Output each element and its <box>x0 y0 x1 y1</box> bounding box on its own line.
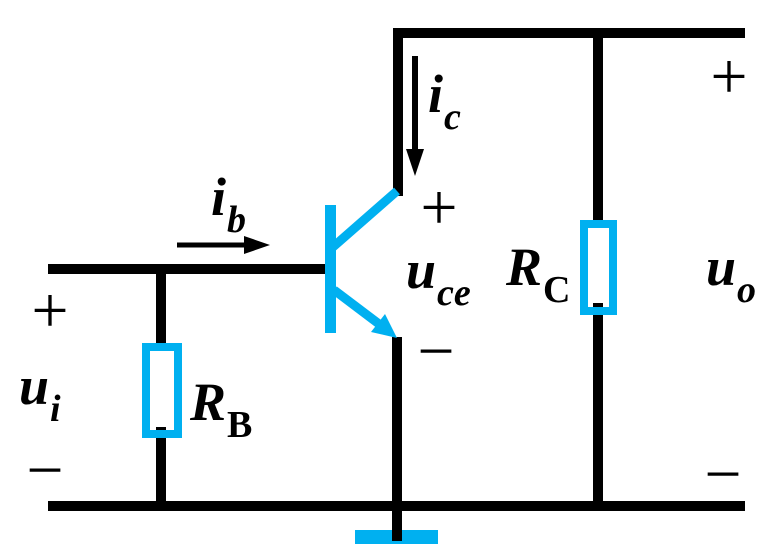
ce-voltage-symbol: u <box>406 240 437 300</box>
output-plus-sign: + <box>710 40 748 113</box>
ce-minus-sign: − <box>417 315 455 388</box>
base-current-label: ib <box>211 167 246 239</box>
transistor-emitter-arrowhead <box>371 314 397 338</box>
input-minus-sign: − <box>26 434 64 507</box>
input-voltage-subscript: i <box>50 388 61 430</box>
base-current-arrowhead <box>244 236 270 254</box>
collector-resistor-label: RC <box>506 237 570 309</box>
collector-current-arrow <box>406 56 424 176</box>
transistor-symbol <box>325 187 400 338</box>
top-rail-and-collector-wire <box>393 28 745 196</box>
base-resistor-label: RB <box>190 372 252 444</box>
collector-current-label: ic <box>428 64 461 136</box>
output-voltage-subscript: o <box>737 269 757 311</box>
base-resistor-symbol: R <box>190 372 227 432</box>
collector-current-symbol: i <box>428 64 444 124</box>
base-resistor-body <box>142 343 182 438</box>
transistor-emitter-lead <box>331 286 382 328</box>
collector-resistor-body <box>580 220 617 315</box>
collector-current-arrowhead <box>406 149 424 176</box>
ce-plus-sign: + <box>420 171 458 244</box>
ce-voltage-label: uce <box>406 240 471 312</box>
input-voltage-symbol: u <box>19 356 50 416</box>
collector-resistor-subscript: C <box>543 269 571 311</box>
base-current-symbol: i <box>211 167 227 227</box>
output-voltage-symbol: u <box>706 237 737 297</box>
base-current-subscript: b <box>227 199 247 241</box>
transistor-collector-lead <box>330 187 400 251</box>
base-current-arrow <box>177 236 270 254</box>
output-voltage-label: uo <box>706 237 756 309</box>
input-plus-sign: + <box>31 274 69 347</box>
output-minus-sign: − <box>704 438 742 511</box>
collector-current-subscript: c <box>444 96 461 138</box>
input-voltage-label: ui <box>19 356 61 428</box>
ce-voltage-subscript: ce <box>437 272 471 314</box>
base-resistor-subscript: B <box>227 404 253 446</box>
collector-resistor-symbol: R <box>506 237 543 297</box>
